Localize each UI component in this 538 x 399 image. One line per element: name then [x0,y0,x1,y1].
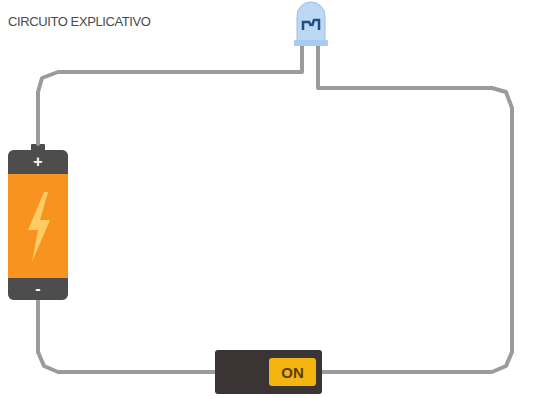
switch-label: ON [269,358,316,386]
negative-terminal: - [8,278,68,300]
battery: +- [8,150,68,300]
led-leg [316,46,320,50]
led-leg [300,46,304,50]
wire [38,300,215,372]
led [294,2,328,50]
led-dome [297,2,325,42]
switch: ON [215,350,322,394]
led-inner [303,20,319,30]
lightning-bolt [28,192,50,262]
led-rim [294,40,328,46]
positive-terminal: + [8,150,68,174]
diagram-title: CIRCUITO EXPLICATIVO [8,14,151,29]
wire [38,44,512,372]
